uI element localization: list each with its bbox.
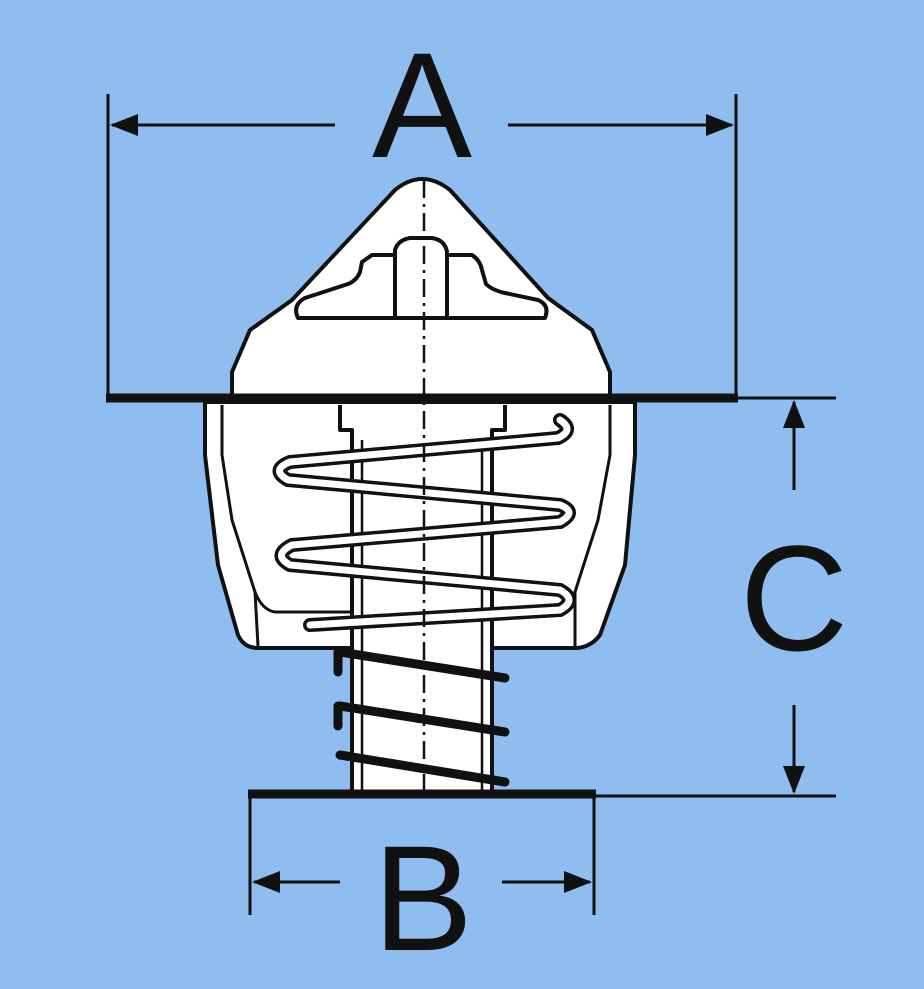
main-spring (272, 413, 576, 632)
dome-bridge (294, 236, 549, 320)
dim-b-arrow-left (252, 871, 280, 893)
dimension-b (248, 794, 596, 915)
spring-coil-inner (276, 416, 573, 629)
dim-a-arrow-left (110, 114, 138, 136)
thermostat-dome (230, 177, 612, 400)
dim-b-arrow-right (564, 871, 592, 893)
shaft-outline (338, 405, 507, 797)
dimension-b-label: B (373, 814, 473, 982)
lower-spring-coil-2 (335, 701, 510, 737)
bridge-post (393, 255, 449, 320)
dim-c-arrow-bottom (783, 766, 805, 794)
lower-spring-coil-3 (335, 750, 510, 787)
lower-spring (333, 647, 510, 787)
housing-leg-left (253, 591, 260, 647)
piston-shaft (338, 405, 507, 797)
dimension-a-label: A (372, 21, 472, 189)
dim-a-arrow-right (706, 114, 734, 136)
dimension-a (106, 94, 738, 398)
dimension-c (596, 396, 836, 798)
dimension-c-label: C (740, 514, 848, 682)
dim-c-arrow-top (783, 400, 805, 428)
lower-spring-coil-1 (335, 647, 510, 683)
